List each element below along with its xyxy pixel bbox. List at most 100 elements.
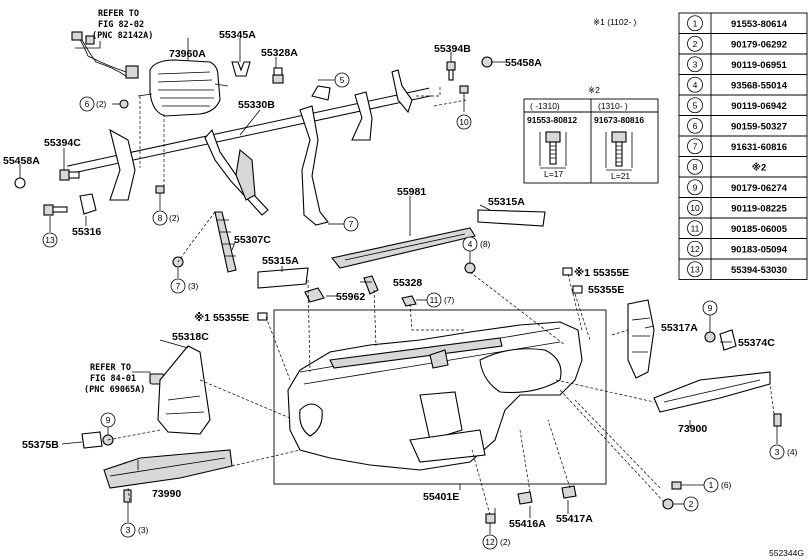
svg-text:(PNC 82142A): (PNC 82142A) — [92, 31, 153, 41]
callout-2-right: 2 — [689, 499, 694, 509]
label-55317A: 55317A — [661, 322, 698, 334]
parts-table-callout: 9 — [693, 182, 698, 192]
callout-12: 12 — [485, 537, 495, 547]
label-55417A: 55417A — [556, 513, 593, 525]
trim-55315A-left — [257, 267, 309, 289]
clip-4 — [464, 262, 476, 274]
bolt-col1-length: L=17 — [544, 169, 563, 179]
svg-text:REFER TO: REFER TO — [90, 363, 131, 373]
instrument-panel-55401E — [287, 321, 583, 471]
figure-code: 552344G — [769, 548, 804, 558]
label-55318C: 55318C — [172, 331, 209, 343]
circle-callouts: 5 6 (2) 10 8 (2) 13 7 7 (3) 4 (8) 11 (7)… — [42, 72, 798, 550]
bolt-box-title: ※2 — [588, 85, 600, 95]
parts-table-part-number: 90183-05094 — [731, 244, 788, 255]
label-55328: 55328 — [393, 277, 422, 289]
label-55981: 55981 — [397, 186, 426, 198]
label-55458A-top: 55458A — [505, 57, 542, 69]
parts-table-callout: 3 — [693, 59, 698, 69]
lower-panel-73990 — [103, 449, 233, 489]
callout-3-right: 3 — [775, 447, 780, 457]
header-note: ※1 (1102- ) — [593, 17, 637, 27]
parts-table-part-number: 90119-06942 — [731, 101, 786, 112]
clip-55355E-left — [257, 312, 268, 321]
nut-55458A-top — [481, 56, 493, 68]
svg-text:(PNC 69065A): (PNC 69065A) — [84, 385, 145, 395]
parts-table-callout: 10 — [690, 203, 700, 213]
callout-5: 5 — [340, 75, 345, 85]
reinforcement-beam-55330B — [67, 69, 431, 226]
parts-table-part-number: 55394-53030 — [731, 265, 787, 276]
side-panel-55317A — [627, 299, 655, 379]
bolt-55394C — [59, 169, 80, 181]
label-55316: 55316 — [72, 226, 101, 238]
label-55458A-left: 55458A — [3, 155, 40, 167]
callout-9-right: 9 — [708, 303, 713, 313]
callout-11-qty: (7) — [444, 295, 455, 305]
parts-table-part-number: 90119-06951 — [731, 60, 787, 71]
parts-table-part-number: 90179-06292 — [731, 39, 787, 50]
duct-55307C — [214, 211, 237, 273]
callout-12-qty: (2) — [500, 537, 511, 547]
parts-table-row: 3 90119-06951 — [687, 56, 787, 73]
callout-11: 11 — [430, 295, 439, 305]
callout-10: 10 — [459, 117, 469, 127]
parts-table-callout: 13 — [690, 264, 700, 274]
label-55394B: 55394B — [434, 43, 471, 55]
callout-3-right-qty: (4) — [787, 447, 798, 457]
label-55328A: 55328A — [261, 47, 298, 59]
callout-4: 4 — [468, 239, 473, 249]
bolt-55394B — [446, 61, 456, 81]
clip-2-right — [662, 498, 674, 510]
parts-table-part-number: 91631-60816 — [731, 142, 787, 153]
parts-table-row: 12 90183-05094 — [687, 240, 788, 257]
callout-1: 1 — [709, 480, 714, 490]
bracket-55316 — [79, 193, 97, 215]
parts-table-callout: 2 — [693, 39, 698, 49]
label-55416A: 55416A — [509, 518, 546, 530]
refer-note-top: REFER TO FIG 82-02 (PNC 82142A) — [71, 9, 153, 79]
clip-55355E-top — [562, 267, 573, 276]
label-55962: 55962 — [336, 291, 365, 303]
clip-11 — [401, 295, 417, 307]
clip-55416A — [517, 491, 533, 505]
clip-55962 — [304, 287, 325, 303]
label-55394C: 55394C — [44, 137, 81, 149]
bolt-col2-part-number: 91673-80816 — [594, 115, 644, 125]
parts-table-callout: 5 — [693, 100, 698, 110]
bolt-col2-header: (1310- ) — [598, 101, 628, 111]
callout-13: 13 — [45, 235, 55, 245]
callout-6: 6 — [85, 99, 90, 109]
bolt-long-icon — [605, 131, 633, 168]
callout-8-qty: (2) — [169, 213, 180, 223]
callout-6-qty: (2) — [96, 99, 107, 109]
parts-table-row: 2 90179-06292 — [687, 35, 787, 52]
clip-55345A — [231, 61, 251, 77]
side-panel-55318C — [157, 345, 211, 435]
parts-table-callout: 8 — [693, 162, 698, 172]
glove-box-73900 — [653, 371, 782, 427]
bolt-col2-length: L=21 — [611, 171, 630, 181]
clip-12 — [485, 513, 496, 524]
clip-55328 — [363, 275, 379, 295]
bolt-13-left — [43, 204, 68, 216]
callout-1-qty: (6) — [721, 480, 732, 490]
parts-table-callout: 12 — [690, 244, 700, 254]
label-55375B: 55375B — [22, 439, 59, 451]
parts-table-callout: 7 — [693, 141, 698, 151]
parts-table-row: 8※2 — [687, 158, 766, 175]
svg-text:FIG 84-01: FIG 84-01 — [90, 374, 136, 384]
refer-note-left: REFER TO FIG 84-01 (PNC 69065A) — [84, 363, 165, 395]
label-55401E: 55401E — [423, 491, 459, 503]
svg-text:FIG 82-02: FIG 82-02 — [98, 20, 144, 30]
bolt-col1-part-number: 91553-80812 — [527, 115, 577, 125]
parts-table-row: 5 90119-06942 — [687, 97, 787, 114]
label-55330B: 55330B — [238, 99, 275, 111]
parts-table-callout: 11 — [691, 223, 700, 233]
parts-table-row: 7 91631-60816 — [687, 138, 787, 155]
clip-55355E-right — [572, 285, 583, 294]
knee-airbag-73960A — [137, 59, 229, 117]
